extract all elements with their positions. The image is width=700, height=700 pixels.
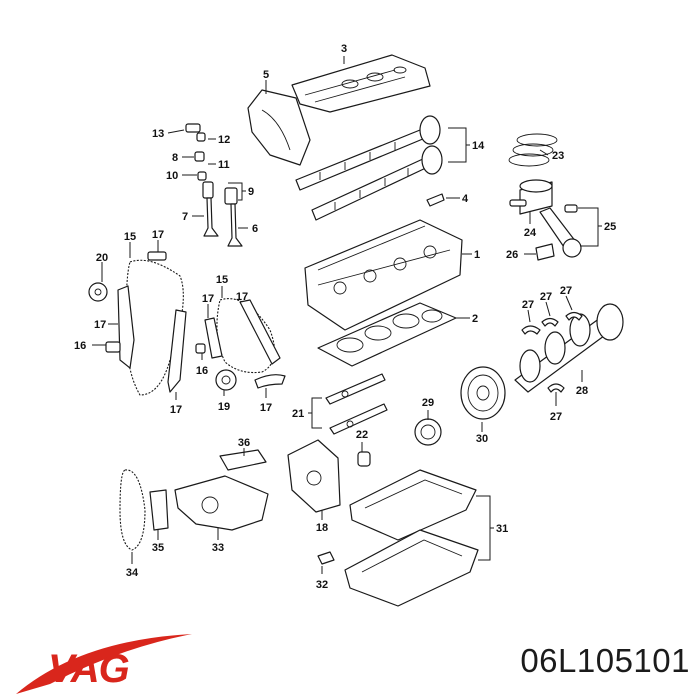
callout-30: 30 <box>476 433 488 445</box>
callout-27: 27 <box>522 299 534 311</box>
sensor <box>426 193 445 207</box>
crankshaft <box>514 303 624 393</box>
callout-13: 13 <box>152 128 164 140</box>
callout-17: 17 <box>236 291 248 303</box>
callout-1: 1 <box>474 249 480 261</box>
callout-15: 15 <box>124 231 136 243</box>
callout-31: 31 <box>496 523 508 535</box>
callout-10: 10 <box>166 170 178 182</box>
oil-pump <box>149 449 269 531</box>
callout-2: 2 <box>472 313 478 325</box>
callout-12: 12 <box>218 134 230 146</box>
callout-17: 17 <box>260 402 272 414</box>
oil-pan-lower <box>344 529 479 607</box>
logo-swoosh <box>16 634 192 694</box>
callout-17: 17 <box>202 293 214 305</box>
callout-36: 36 <box>238 437 250 449</box>
balance-shafts <box>325 373 388 435</box>
callout-14: 14 <box>472 140 485 152</box>
callout-28: 28 <box>576 385 588 397</box>
camshafts <box>295 115 443 221</box>
oil-baffle <box>317 551 335 565</box>
logo-text: VAG <box>48 647 129 691</box>
callout-17: 17 <box>94 319 106 331</box>
callout-33: 33 <box>212 542 224 554</box>
piston-assembly <box>508 133 582 261</box>
cylinder-head <box>304 219 463 331</box>
callout-24: 24 <box>524 227 537 239</box>
crank-pulley <box>414 366 506 446</box>
callout-26: 26 <box>506 249 518 261</box>
callout-5: 5 <box>263 69 269 81</box>
callout-16: 16 <box>196 365 208 377</box>
callout-23: 23 <box>552 150 564 162</box>
callout-18: 18 <box>316 522 328 534</box>
head-gasket <box>317 302 457 367</box>
secondary-timing-chain <box>195 298 286 391</box>
callout-32: 32 <box>316 579 328 591</box>
callout-6: 6 <box>252 223 258 235</box>
callout-16: 16 <box>74 340 86 352</box>
oil-pan-upper <box>349 469 477 541</box>
auxiliary-chain <box>119 469 146 551</box>
callout-17: 17 <box>170 404 182 416</box>
primary-timing-chain <box>88 251 187 396</box>
tensioner-cap <box>357 451 371 467</box>
callout-34: 34 <box>126 567 139 579</box>
valve-train <box>185 123 243 247</box>
callout-7: 7 <box>182 211 188 223</box>
vag-logo: VAG <box>16 634 192 694</box>
callout-25: 25 <box>604 221 616 233</box>
callout-21: 21 <box>292 408 304 420</box>
front-cover <box>287 439 341 513</box>
callouts: 3 5 14 4 1 2 13 12 8 11 10 9 7 6 15 17 2… <box>74 43 616 591</box>
callout-11: 11 <box>218 159 230 171</box>
callout-4: 4 <box>462 193 469 205</box>
timing-cover <box>247 89 311 166</box>
callout-19: 19 <box>218 401 230 413</box>
callout-27: 27 <box>560 285 572 297</box>
callout-22: 22 <box>356 429 368 441</box>
callout-29: 29 <box>422 397 434 409</box>
callout-9: 9 <box>248 186 254 198</box>
callout-35: 35 <box>152 542 164 554</box>
callout-27: 27 <box>540 291 552 303</box>
callout-8: 8 <box>172 152 178 164</box>
part-number: 06L105101 <box>520 642 690 679</box>
callout-20: 20 <box>96 252 108 264</box>
callout-15: 15 <box>216 274 228 286</box>
valve-cover <box>291 54 431 113</box>
callout-17: 17 <box>152 229 164 241</box>
leader-lines <box>92 56 602 574</box>
callout-27: 27 <box>550 411 562 423</box>
callout-3: 3 <box>341 43 347 55</box>
